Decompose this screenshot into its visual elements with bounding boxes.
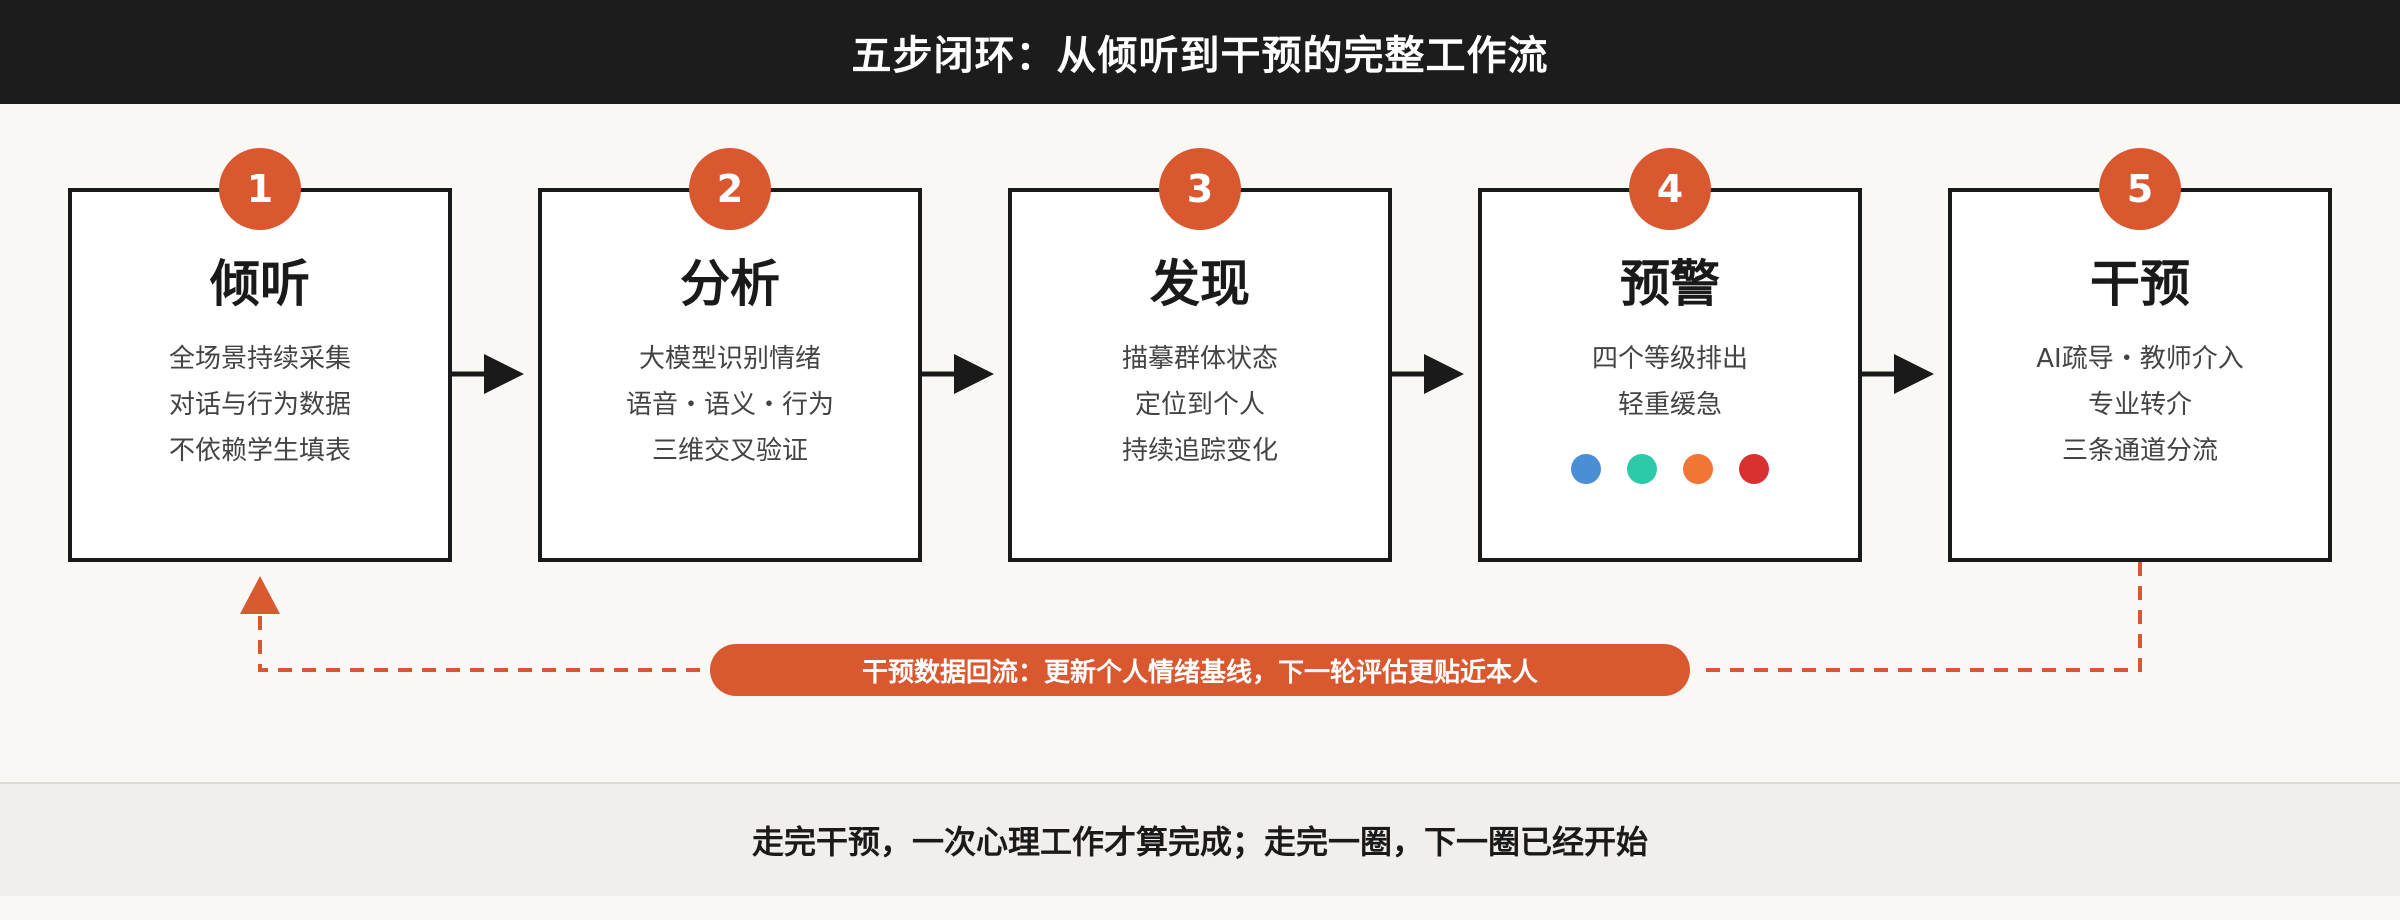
step-line: 描摹群体状态	[1121, 344, 1278, 374]
page-title: 五步闭环：从倾听到干预的完整工作流	[0, 0, 2400, 104]
step-line: 不依赖学生填表	[168, 436, 351, 466]
step-line: 轻重缓急	[1617, 390, 1722, 420]
step-heading: 干预	[2090, 254, 2190, 313]
step-card-5: 干预 AI疏导・教师介入 专业转介 三条通道分流	[1948, 188, 2332, 562]
step-number-badge-4: 4	[1629, 148, 1711, 230]
step-number-badge-5: 5	[2099, 148, 2181, 230]
step-line: 语音・语义・行为	[625, 390, 834, 420]
step-line: 大模型识别情绪	[638, 344, 821, 374]
step-number-badge-3: 3	[1159, 148, 1241, 230]
footer-summary: 走完干预，一次心理工作才算完成；走完一圈，下一圈已经开始	[0, 782, 2400, 896]
step-heading: 倾听	[210, 254, 310, 313]
step-line: 定位到个人	[1134, 390, 1265, 420]
step-line: 全场景持续采集	[168, 344, 351, 374]
warning-level-dot-red	[1739, 454, 1769, 484]
step-line: 对话与行为数据	[168, 390, 351, 420]
step-line: 三条通道分流	[2061, 436, 2218, 466]
step-line: 持续追踪变化	[1121, 436, 1278, 466]
step-card-1: 倾听 全场景持续采集 对话与行为数据 不依赖学生填表	[68, 188, 452, 562]
warning-level-dot-blue	[1571, 454, 1601, 484]
step-line: 三维交叉验证	[651, 436, 808, 466]
step-heading: 预警	[1620, 254, 1720, 313]
step-line: 四个等级排出	[1591, 344, 1748, 374]
warning-level-dot-orange	[1683, 454, 1713, 484]
step-heading: 分析	[680, 254, 780, 313]
step-card-2: 分析 大模型识别情绪 语音・语义・行为 三维交叉验证	[538, 188, 922, 562]
warning-level-dots	[1482, 454, 1858, 484]
step-line: AI疏导・教师介入	[2036, 344, 2244, 374]
step-line: 专业转介	[2087, 390, 2192, 420]
step-number-badge-2: 2	[689, 148, 771, 230]
feedback-loop-label: 干预数据回流：更新个人情绪基线，下一轮评估更贴近本人	[710, 644, 1690, 696]
warning-level-dot-green	[1627, 454, 1657, 484]
step-card-4: 预警 四个等级排出 轻重缓急	[1478, 188, 1862, 562]
step-number-badge-1: 1	[219, 148, 301, 230]
step-heading: 发现	[1150, 254, 1250, 313]
step-card-3: 发现 描摹群体状态 定位到个人 持续追踪变化	[1008, 188, 1392, 562]
